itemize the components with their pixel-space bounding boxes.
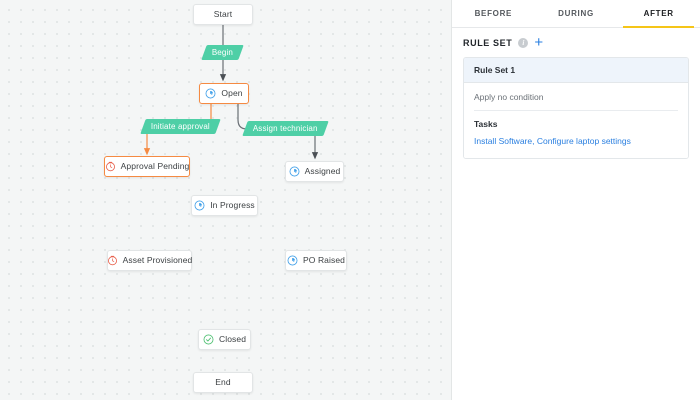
ruleset-card-body: Apply no condition Tasks Install Softwar…	[464, 83, 688, 159]
node-assigned[interactable]: Assigned	[285, 161, 344, 182]
tab-during-label: DURING	[558, 9, 594, 18]
check-green-icon	[203, 334, 214, 345]
clock-blue-icon	[194, 200, 205, 211]
phase-tabs: BEFORE DURING AFTER	[452, 0, 700, 28]
tab-during[interactable]: DURING	[535, 0, 618, 27]
ruleset-card[interactable]: Rule Set 1 Apply no condition Tasks Inst…	[463, 57, 689, 160]
transition-initiate-approval-label: Initiate approval	[151, 121, 211, 131]
ruleset-header: RULE SET i +	[463, 34, 689, 51]
clock-blue-icon	[287, 255, 298, 266]
node-approval-pending[interactable]: Approval Pending	[104, 156, 190, 177]
transition-assign-technician-label: Assign technician	[253, 123, 318, 133]
tasks-label: Tasks	[474, 119, 498, 129]
divider	[474, 110, 678, 111]
node-po-raised-label: PO Raised	[303, 255, 346, 266]
tab-after[interactable]: AFTER	[617, 0, 700, 28]
node-asset-provisioned-label: Asset Provisioned	[122, 255, 193, 266]
node-asset-provisioned[interactable]: Asset Provisioned	[107, 250, 192, 271]
tab-before[interactable]: BEFORE	[452, 0, 535, 27]
transition-begin-label: Begin	[212, 47, 234, 57]
clock-blue-icon	[289, 166, 300, 177]
node-open-label: Open	[221, 88, 243, 99]
rule-panel: BEFORE DURING AFTER RULE SET i + Rule Se…	[452, 0, 700, 400]
node-start[interactable]: Start	[193, 4, 253, 25]
ruleset-title: RULE SET	[463, 38, 513, 48]
node-open[interactable]: Open	[199, 83, 249, 104]
tab-before-label: BEFORE	[474, 9, 513, 18]
transition-initiate-approval[interactable]: Initiate approval	[140, 119, 221, 134]
info-icon[interactable]: i	[518, 38, 529, 48]
ruleset-card-title: Rule Set 1	[464, 58, 688, 83]
transition-begin[interactable]: Begin	[201, 45, 244, 60]
add-ruleset-button[interactable]: +	[534, 34, 544, 51]
workflow-canvas[interactable]: Begin Initiate approval Assign technicia…	[0, 0, 452, 400]
clock-orange-icon	[105, 161, 115, 172]
node-in-progress[interactable]: In Progress	[191, 195, 258, 216]
node-end-label: End	[215, 377, 231, 388]
node-closed[interactable]: Closed	[198, 329, 251, 350]
node-approval-pending-label: Approval Pending	[120, 161, 190, 172]
node-assigned-label: Assigned	[304, 166, 341, 177]
rule-panel-body: RULE SET i + Rule Set 1 Apply no conditi…	[452, 28, 700, 160]
node-closed-label: Closed	[218, 334, 247, 345]
clock-orange-icon	[107, 255, 117, 266]
transition-assign-technician[interactable]: Assign technician	[242, 121, 329, 136]
node-in-progress-label: In Progress	[210, 200, 255, 211]
ruleset-condition: Apply no condition	[474, 92, 544, 102]
node-po-raised[interactable]: PO Raised	[285, 250, 347, 271]
clock-blue-icon	[205, 88, 216, 99]
node-start-label: Start	[213, 9, 233, 20]
tasks-links[interactable]: Install Software, Configure laptop setti…	[474, 136, 631, 146]
node-end[interactable]: End	[193, 372, 253, 393]
tab-after-label: AFTER	[643, 9, 674, 18]
